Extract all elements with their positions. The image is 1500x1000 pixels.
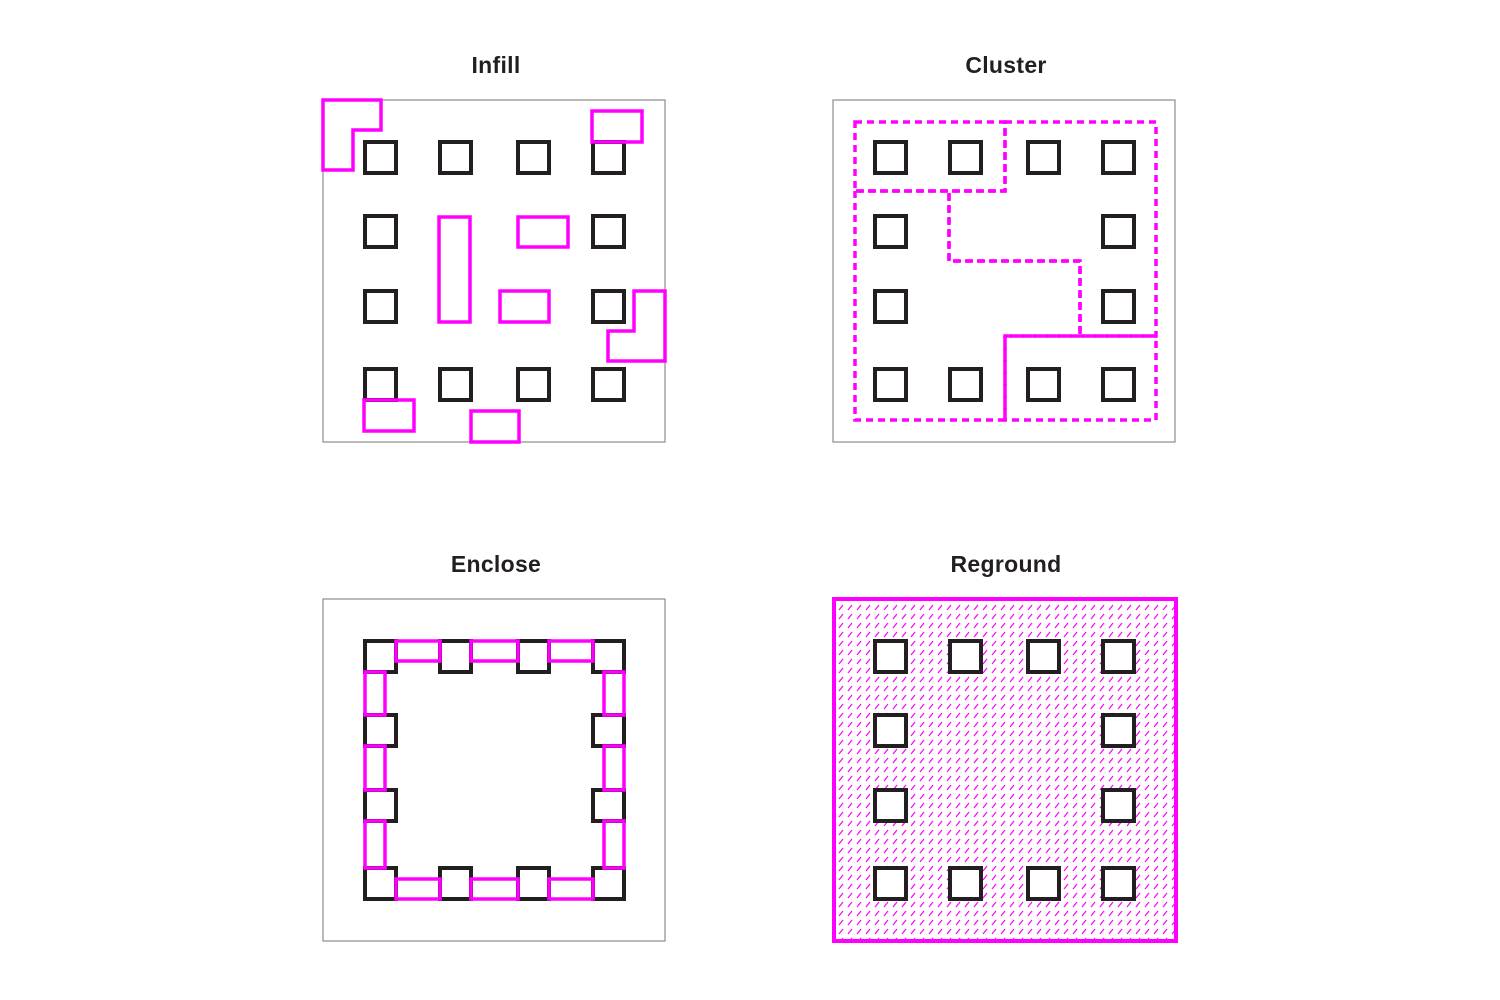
column (591, 788, 626, 823)
column (948, 639, 983, 674)
enclose-infill-walls (363, 639, 626, 901)
column (591, 866, 626, 901)
wall-bottom (394, 877, 442, 901)
column (591, 289, 626, 324)
cluster-columns (873, 140, 1136, 402)
column (1026, 140, 1061, 175)
column (1101, 866, 1136, 901)
cluster-zone-left (853, 189, 1082, 422)
column (1101, 140, 1136, 175)
column (873, 140, 908, 175)
wall-top (469, 639, 520, 663)
column (516, 367, 551, 402)
infill-l-shape (606, 289, 667, 363)
infill-block (516, 215, 570, 249)
panel-title-reground: Reground (950, 551, 1062, 577)
column (1101, 289, 1136, 324)
column (873, 289, 908, 324)
column (363, 214, 398, 249)
column (873, 788, 908, 823)
wall-right (602, 819, 626, 870)
wall-bottom (469, 877, 520, 901)
column (1026, 367, 1061, 402)
infill-block (590, 109, 644, 144)
cluster-zone-right (947, 120, 1158, 338)
infill-block (362, 398, 416, 433)
infill-block (469, 409, 521, 444)
column (948, 367, 983, 402)
column (363, 788, 398, 823)
column (516, 639, 551, 674)
column (1026, 866, 1061, 901)
column (363, 140, 398, 175)
wall-right (602, 670, 626, 717)
wall-left (363, 819, 387, 870)
reground-columns (873, 639, 1136, 901)
column (363, 367, 398, 402)
column (363, 866, 398, 901)
column (948, 140, 983, 175)
wall-right (602, 744, 626, 792)
wall-top (394, 639, 442, 663)
column (591, 639, 626, 674)
column (591, 367, 626, 402)
column (873, 214, 908, 249)
column (591, 140, 626, 175)
column (1101, 713, 1136, 748)
cluster-zone-bottom-right (1003, 334, 1158, 422)
panel-title-infill: Infill (471, 52, 521, 78)
enclose-frame (322, 598, 666, 942)
infill-columns (363, 140, 626, 402)
infill-insertions (321, 98, 667, 444)
column (438, 367, 473, 402)
wall-left (363, 744, 387, 792)
column (1101, 639, 1136, 674)
column (1026, 639, 1061, 674)
column (873, 367, 908, 402)
column (438, 866, 473, 901)
panel-title-enclose: Enclose (450, 551, 542, 577)
column (363, 713, 398, 748)
column (363, 289, 398, 324)
panel-enclose (322, 598, 666, 942)
wall-bottom (547, 877, 595, 901)
infill-l-shape (321, 98, 383, 172)
column (363, 639, 398, 674)
column (438, 639, 473, 674)
column (873, 866, 908, 901)
cluster-frame (832, 99, 1176, 443)
panel-reground (832, 597, 1178, 943)
column (591, 214, 626, 249)
column (873, 713, 908, 748)
infill-block (437, 215, 472, 324)
column (1101, 214, 1136, 249)
column (516, 866, 551, 901)
enclose-columns (363, 639, 626, 901)
infill-block (498, 289, 551, 324)
panel-infill (321, 98, 667, 444)
column (1101, 367, 1136, 402)
wall-top (547, 639, 595, 663)
cluster-groupings (853, 120, 1158, 422)
wall-left (363, 670, 387, 717)
column (1101, 788, 1136, 823)
column (591, 713, 626, 748)
column (948, 866, 983, 901)
column (516, 140, 551, 175)
infill-frame (322, 99, 666, 443)
column (873, 639, 908, 674)
column (438, 140, 473, 175)
panel-title-cluster: Cluster (965, 52, 1047, 78)
panel-cluster (832, 99, 1176, 443)
